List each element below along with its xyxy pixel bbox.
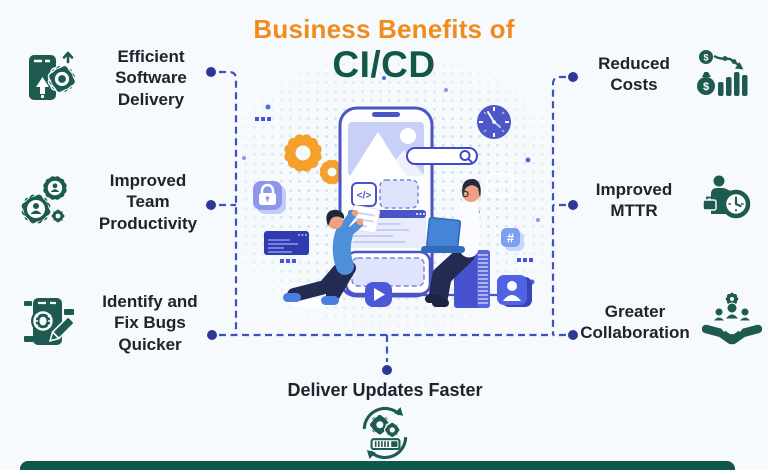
terminal-window (264, 231, 309, 263)
footer-bar (20, 461, 735, 470)
dashed-placeholder-tile (379, 179, 419, 209)
orange-gear-small (319, 159, 345, 185)
phone-notch (372, 112, 400, 117)
lock-icon (253, 181, 286, 214)
title-main: CI/CD (332, 44, 436, 85)
laptop (421, 216, 465, 253)
hair (462, 178, 481, 198)
person-clock-icon (702, 175, 751, 219)
benefit-deliver-updates-faster: Deliver Updates Faster (287, 380, 483, 400)
bug-search-icon (24, 297, 75, 345)
clock-icon (477, 105, 511, 139)
seated-developer (421, 178, 481, 307)
hair (326, 209, 345, 226)
handshake-team-icon (702, 292, 762, 345)
search-bar (406, 147, 478, 165)
team-gears-icon (20, 176, 67, 225)
cicd-illustration: </> (232, 60, 556, 334)
phone-gear-delivery-icon (29, 51, 77, 100)
user-tile (497, 275, 532, 307)
svg-text:$: $ (703, 53, 708, 63)
hash-tile: # (501, 228, 524, 251)
image-placeholder (348, 122, 424, 176)
update-cycle-icon (362, 406, 408, 460)
code-tile: </> (351, 182, 377, 207)
page-title: Business Benefits of CI/CD (0, 14, 768, 83)
play-button (365, 282, 392, 307)
hash-glyph: # (507, 231, 515, 246)
title-prefix: Business Benefits of (253, 14, 515, 44)
cost-decline-icon: $ $ (697, 50, 748, 96)
password-field (485, 172, 515, 198)
orange-gear-large (284, 134, 322, 172)
svg-text:$: $ (703, 81, 709, 93)
search-icon (459, 150, 471, 161)
kneeling-developer (283, 204, 381, 305)
code-tag-glyph: </> (357, 191, 372, 202)
cicd-illustration-art: </> (242, 76, 540, 308)
glasses (462, 190, 469, 198)
